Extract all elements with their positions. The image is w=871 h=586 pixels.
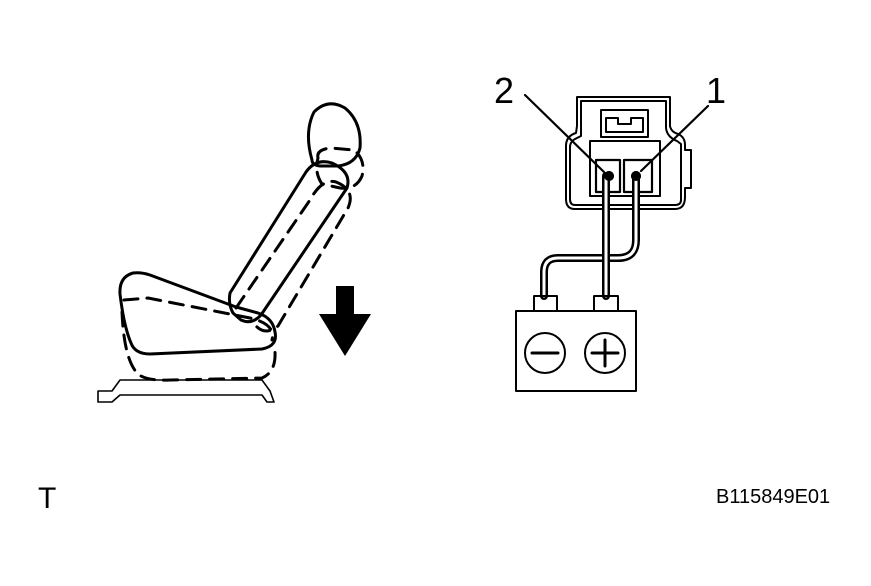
figure-id-label: B115849E01 [716,486,831,508]
terminal-2-label: 2 [494,70,515,111]
seat-cushion-solid [118,271,277,356]
seatback-lowered [234,179,352,333]
down-arrow-icon [319,286,371,356]
connector-housing [565,96,692,210]
terminal-1-label: 1 [706,70,727,111]
seat-rail [97,379,275,403]
minus-terminal-icon [524,332,566,374]
connector-cavities [594,158,654,194]
headrest-solid [307,102,362,168]
leader-line-2 [523,93,606,174]
seat-base-lowered [120,310,277,382]
seat-recline-icon [97,102,365,403]
connector-latch [600,109,649,138]
connector-socket-frame [589,140,661,197]
corner-mark-label: T [38,482,57,515]
connector-inner-wall [569,100,682,206]
headrest-lowered [315,146,365,190]
seat-cushion-lowered [122,296,275,342]
plus-terminal-icon [584,332,626,374]
battery-icon [515,295,637,392]
battery-body [515,310,637,392]
wire-negative [540,172,640,300]
seatback-solid [227,160,350,324]
leader-line-1 [639,104,710,173]
